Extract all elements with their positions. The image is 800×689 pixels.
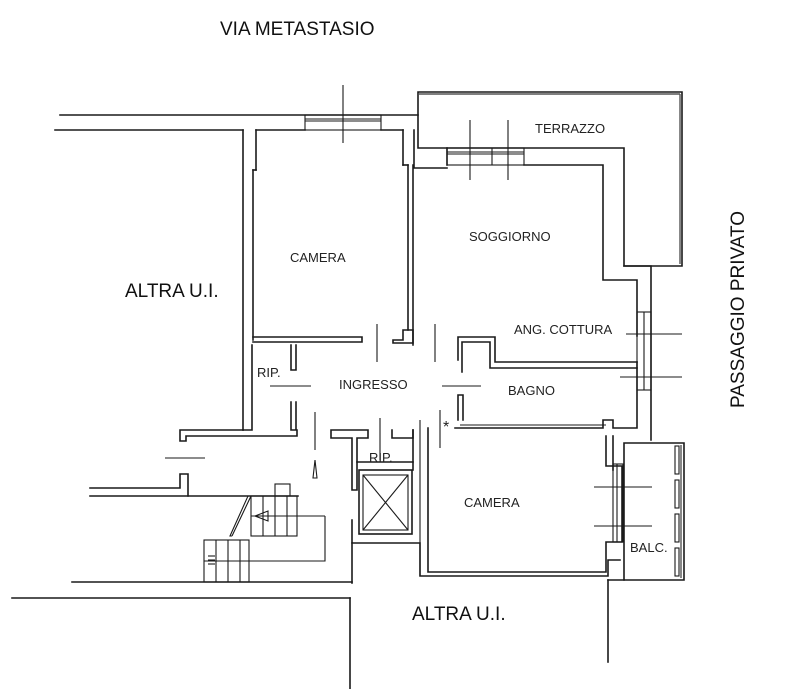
room-label-terrazzo: TERRAZZO xyxy=(535,121,605,136)
bedroom-balcony-walls xyxy=(427,427,685,663)
street-label: VIA METASTASIO xyxy=(220,19,375,40)
room-label-ripostiglio-1: RIP. xyxy=(257,365,281,380)
room-label-ripostiglio-2: RIP. xyxy=(369,450,393,465)
room-walls-upper xyxy=(89,324,436,497)
room-label-camera-2: CAMERA xyxy=(464,495,520,510)
exterior-walls xyxy=(54,85,419,431)
room-label-ingresso: INGRESSO xyxy=(339,377,408,392)
neighbor-left-label: ALTRA U.I. xyxy=(125,281,219,302)
room-label-soggiorno: SOGGIORNO xyxy=(469,229,551,244)
kitchen-bath-walls: * xyxy=(439,311,682,448)
room-label-balcone: BALC. xyxy=(630,540,668,555)
room-label-angolo-cottura: ANG. COTTURA xyxy=(514,322,613,337)
asterisk-symbol: * xyxy=(443,419,449,436)
lower-walls xyxy=(11,412,621,689)
neighbor-bottom-label: ALTRA U.I. xyxy=(412,604,506,625)
room-label-camera-1: CAMERA xyxy=(290,250,346,265)
staircase xyxy=(203,483,326,583)
room-label-bagno: BAGNO xyxy=(508,383,555,398)
direction-arrow-icon xyxy=(312,459,318,479)
passage-label: PASSAGGIO PRIVATO xyxy=(728,211,749,408)
stair-arrow-icon xyxy=(253,510,269,522)
